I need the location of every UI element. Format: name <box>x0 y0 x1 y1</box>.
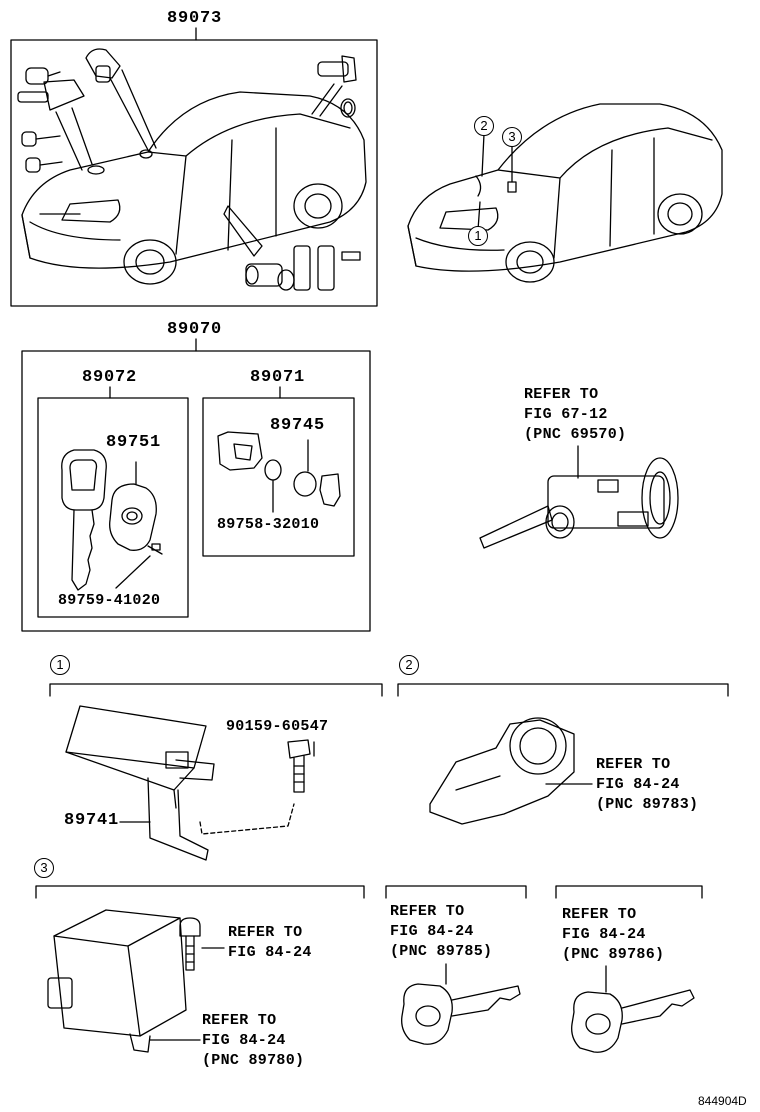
car-illustration-right <box>407 103 723 283</box>
refer-to-label: REFER TO <box>228 924 303 941</box>
ignition-switch-assembly <box>479 445 679 549</box>
part-number-90159-60547: 90159-60547 <box>226 718 329 735</box>
fig-reference: FIG 67-12 <box>524 406 608 423</box>
refer-to-label: REFER TO <box>524 386 599 403</box>
part-number-89072: 89072 <box>82 368 138 387</box>
pnc-reference: (PNC 89780) <box>202 1052 305 1069</box>
fig-reference: FIG 84-24 <box>228 944 312 961</box>
kit-box-89073 <box>10 27 378 307</box>
ignition-housing <box>429 717 593 825</box>
fig-reference: FIG 84-24 <box>390 923 474 940</box>
refer-to-label: REFER TO <box>596 756 671 773</box>
pnc-reference: (PNC 69570) <box>524 426 627 443</box>
part-number-89071: 89071 <box>250 368 306 387</box>
keys-89073 <box>17 67 105 175</box>
refer-to-label: REFER TO <box>390 903 465 920</box>
figure-id: 844904D <box>698 1094 747 1108</box>
kit-box-89070 <box>21 338 371 632</box>
section-marker-1: 1 <box>50 655 70 675</box>
transmitter-89751 <box>109 461 163 589</box>
part-number-89759-41020: 89759-41020 <box>58 592 161 609</box>
part-number-89741: 89741 <box>64 811 120 830</box>
pnc-reference: (PNC 89783) <box>596 796 699 813</box>
lock-cylinder-hood <box>85 48 157 159</box>
car-illustration-left <box>21 91 367 285</box>
refer-to-label: REFER TO <box>562 906 637 923</box>
callout-2: 2 <box>474 116 494 136</box>
fig-reference: FIG 84-24 <box>562 926 646 943</box>
callout-3: 3 <box>502 127 522 147</box>
part-number-89758-32010: 89758-32010 <box>217 516 320 533</box>
ecu-89741 <box>65 705 295 861</box>
section-dividers <box>35 683 729 899</box>
part-number-89751: 89751 <box>106 433 162 452</box>
key-89786 <box>571 965 695 1053</box>
pnc-reference: (PNC 89786) <box>562 946 665 963</box>
part-number-89070: 89070 <box>167 320 223 339</box>
transmitter-case-89745 <box>217 431 341 513</box>
section-marker-3: 3 <box>34 858 54 878</box>
part-number-89073: 89073 <box>167 9 223 28</box>
bolt-section3 <box>179 917 225 971</box>
master-key <box>61 449 107 591</box>
bolt-90159 <box>287 739 315 793</box>
door-lock-cylinder <box>223 205 361 291</box>
section-marker-2: 2 <box>399 655 419 675</box>
fig-reference: FIG 84-24 <box>202 1032 286 1049</box>
callout-1: 1 <box>468 226 488 246</box>
fig-reference: FIG 84-24 <box>596 776 680 793</box>
key-89785 <box>401 963 521 1045</box>
ecu-section3 <box>47 909 201 1053</box>
pnc-reference: (PNC 89785) <box>390 943 493 960</box>
lock-cylinder-trunk <box>311 55 357 118</box>
refer-to-label: REFER TO <box>202 1012 277 1029</box>
part-number-89745: 89745 <box>270 416 326 435</box>
